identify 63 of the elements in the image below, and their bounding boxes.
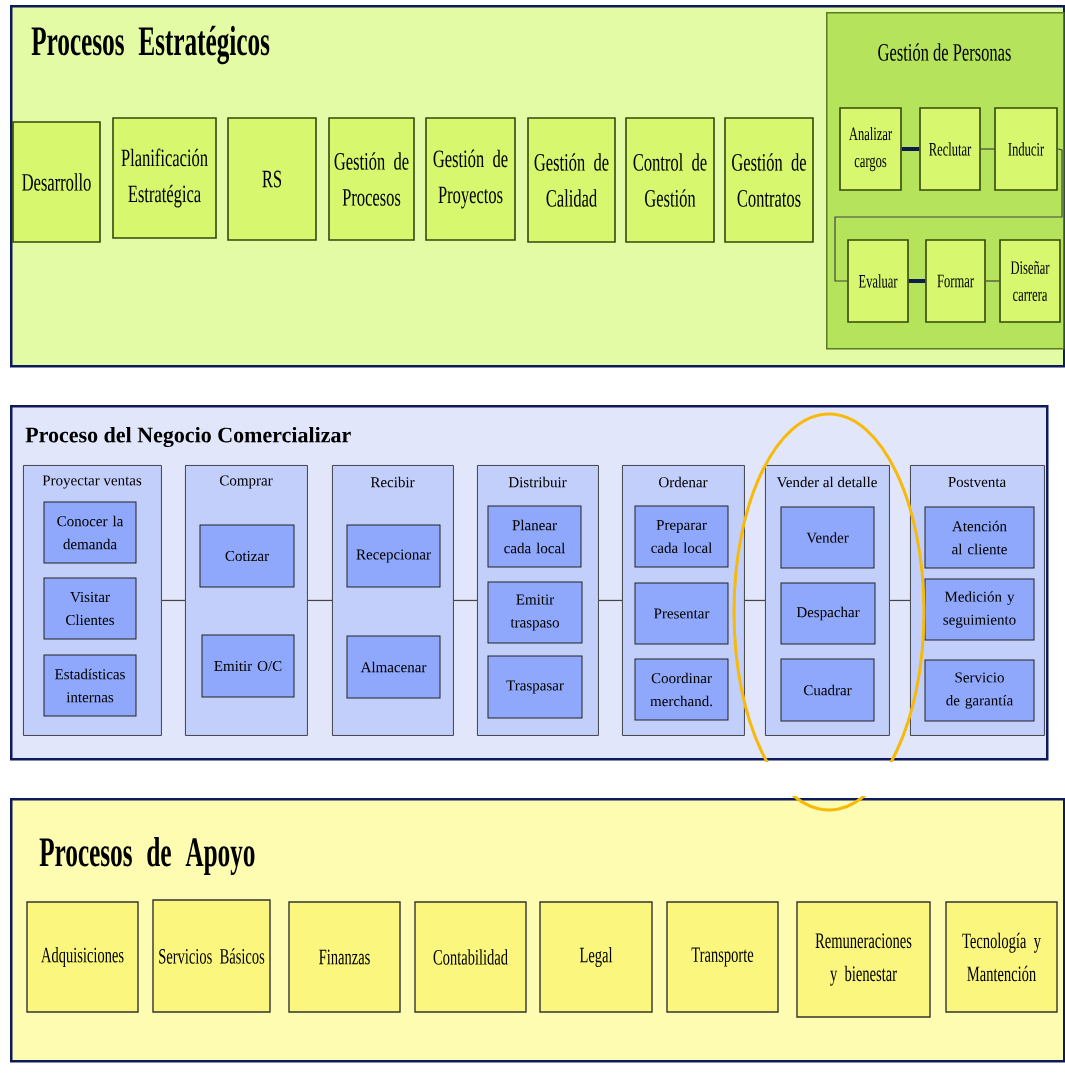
process-box: Planear cada local [487, 505, 582, 568]
process-box: Contabilidad [414, 901, 527, 1013]
connector-line [980, 148, 995, 150]
process-box: Tecnología y Mantención [945, 901, 1058, 1013]
connector-line [161, 599, 186, 602]
process-box: Gestión de Proyectos [425, 117, 516, 241]
group-heading: Distribuir [508, 476, 567, 488]
group-heading: Comprar [219, 475, 273, 489]
process-box: Formar [925, 239, 986, 323]
process-box: Legal [539, 901, 653, 1013]
process-box: Servicio de garantía [924, 659, 1035, 722]
process-box: Control de Gestión [625, 117, 715, 243]
process-box: Vender [780, 506, 875, 569]
connector-line [744, 599, 766, 602]
process-box: Cotizar [199, 524, 295, 588]
group-heading: Postventa [948, 477, 1006, 487]
process-box: Recepcionar [346, 524, 441, 588]
connector-line [985, 280, 1000, 282]
process-box: Emitir O/C [201, 634, 295, 698]
process-box: Servicios Básicos [152, 899, 271, 1013]
process-box: Remuneraciones y bienestar [796, 901, 931, 1018]
process-box: Evaluar [847, 239, 909, 323]
process-box: Conocer la demanda [43, 501, 137, 564]
process-box: Inducir [994, 107, 1058, 191]
process-box: Adquisiciones [26, 901, 139, 1013]
process-box: Finanzas [288, 901, 401, 1013]
connector-line [307, 599, 333, 602]
process-box: Emitir traspaso [487, 581, 583, 644]
process-box: Gestión de Contratos [724, 117, 814, 243]
process-box: Presentar [634, 582, 729, 645]
process-box: Preparar cada local [634, 505, 729, 568]
process-box: Atención al cliente [924, 506, 1035, 569]
process-box: Analizar cargos [839, 107, 902, 191]
group-heading: Vender al detalle [776, 476, 877, 488]
panel-heading: Procesos Estratégicos [31, 25, 270, 65]
group-heading: Proyectar ventas [42, 475, 142, 489]
process-box: Transporte [666, 901, 779, 1013]
process-box: Traspasar [487, 655, 583, 719]
group-heading: Recibir [370, 476, 415, 488]
process-box: Cuadrar [780, 658, 875, 722]
process-box: Coordinar merchand. [634, 658, 729, 721]
panel-heading: Proceso del Negocio Comercializar [25, 426, 351, 448]
group-heading: Gestión de Personas [878, 43, 1011, 61]
process-box: Almacenar [346, 635, 441, 699]
connector-line [834, 148, 1063, 282]
panel-heading: Procesos de Apoyo [39, 836, 255, 876]
process-box: Gestión de Calidad [527, 117, 616, 243]
connector-line [889, 599, 911, 602]
process-box: Despachar [780, 582, 876, 645]
process-box: Planificación Estratégica [112, 117, 217, 239]
process-box: Visitar Clientes [43, 577, 137, 640]
connector-line [598, 599, 623, 602]
connector-line [901, 147, 920, 151]
process-box: Estadísticas internas [43, 654, 137, 717]
process-box: Reclutar [919, 107, 981, 191]
process-box: Desarrollo [12, 121, 101, 243]
group-heading: Ordenar [659, 476, 708, 488]
process-box: Gestión de Procesos [328, 117, 415, 241]
process-box: RS [227, 117, 317, 241]
connector-line [453, 599, 478, 602]
connector-line [908, 279, 926, 283]
process-box: Medición y seguimiento [924, 578, 1035, 641]
process-box: Diseñar carrera [999, 239, 1061, 323]
